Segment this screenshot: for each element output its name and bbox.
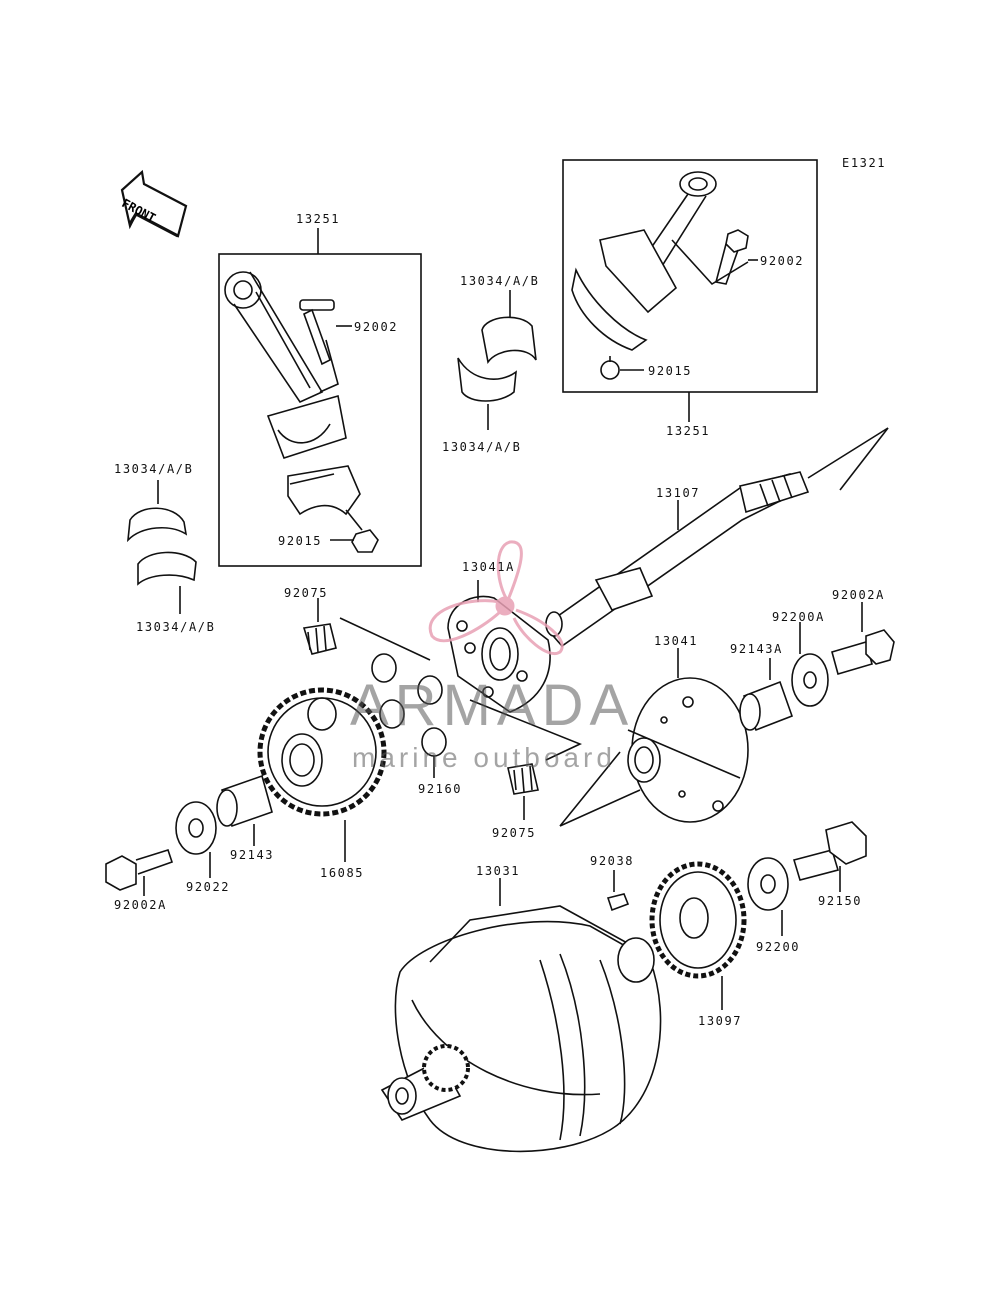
part-label-13251-right: 13251 — [666, 424, 711, 438]
bearing-half-left-lower — [137, 551, 197, 586]
collar-92143 — [216, 774, 273, 828]
part-label-92038: 92038 — [590, 854, 635, 868]
washer-92200 — [747, 857, 789, 911]
conrod-bolt-right — [715, 229, 749, 285]
part-label-13097: 13097 — [698, 1014, 743, 1028]
part-label-92002A-right: 92002A — [832, 588, 885, 602]
conrod-bolt-left — [299, 299, 335, 366]
part-label-92075-lower: 92075 — [492, 826, 537, 840]
damper-pins — [371, 653, 447, 757]
part-label-92200A: 92200A — [772, 610, 825, 624]
damper-rubber-92075-lower — [507, 763, 539, 795]
connecting-rod-left — [224, 271, 347, 459]
collar-92143A — [739, 680, 794, 732]
part-label-92143: 92143 — [230, 848, 275, 862]
watermark-propeller-icon — [428, 540, 564, 656]
part-label-92015-right-box: 92015 — [648, 364, 693, 378]
part-label-13034-left-upper: 13034/A/B — [114, 462, 194, 476]
gear-13097 — [649, 861, 747, 979]
key-92038 — [606, 893, 630, 912]
part-label-92200: 92200 — [756, 940, 801, 954]
watermark-tagline: marine outboard — [352, 742, 616, 773]
front-arrow-icon — [120, 169, 188, 238]
part-label-92015-left-box: 92015 — [278, 534, 323, 548]
part-label-92150: 92150 — [818, 894, 863, 908]
damper-cam-13041 — [627, 677, 749, 823]
damper-plate-13041A — [447, 595, 551, 713]
part-label-92002-left: 92002 — [354, 320, 399, 334]
bolt-92002A-left — [105, 849, 174, 891]
bolt-92002A-right — [831, 629, 895, 675]
part-label-92002A-left: 92002A — [114, 898, 167, 912]
connecting-rod-right — [571, 171, 717, 351]
part-label-92160: 92160 — [418, 782, 463, 796]
part-label-13041: 13041 — [654, 634, 699, 648]
part-label-92075-upper: 92075 — [284, 586, 329, 600]
output-shaft — [545, 471, 810, 648]
conrod-cap-left — [287, 465, 361, 516]
damper-rubber-92075-upper — [302, 623, 337, 655]
part-label-13034-upper-mid: 13034/A/B — [460, 274, 540, 288]
washer-92200A — [791, 653, 829, 707]
conrod-nut-left — [351, 529, 379, 553]
part-label-13034-left-lower: 13034/A/B — [136, 620, 216, 634]
part-label-13107: 13107 — [656, 486, 701, 500]
bearing-half-upper-mid — [481, 316, 537, 364]
conrod-box-right — [562, 159, 818, 393]
conrod-nut-right — [600, 360, 620, 380]
part-label-92022: 92022 — [186, 880, 231, 894]
watermark-brand: ARMADA — [350, 673, 635, 738]
bearing-half-lower-mid — [457, 357, 517, 402]
part-label-13041A: 13041A — [462, 560, 515, 574]
diagram-code: E1321 — [842, 156, 887, 170]
part-label-13031: 13031 — [476, 864, 521, 878]
part-label-13034-lower-mid: 13034/A/B — [442, 440, 522, 454]
bolt-92150 — [792, 821, 867, 881]
crankshaft-13031 — [380, 905, 662, 1153]
part-label-92143A: 92143A — [730, 642, 783, 656]
gear-16085 — [257, 687, 387, 817]
part-label-92002-right-box: 92002 — [760, 254, 805, 268]
bearing-half-left-upper — [126, 507, 188, 543]
washer-92022 — [175, 801, 217, 855]
conrod-box-left — [218, 253, 422, 567]
part-label-13251-left: 13251 — [296, 212, 341, 226]
part-label-16085: 16085 — [320, 866, 365, 880]
